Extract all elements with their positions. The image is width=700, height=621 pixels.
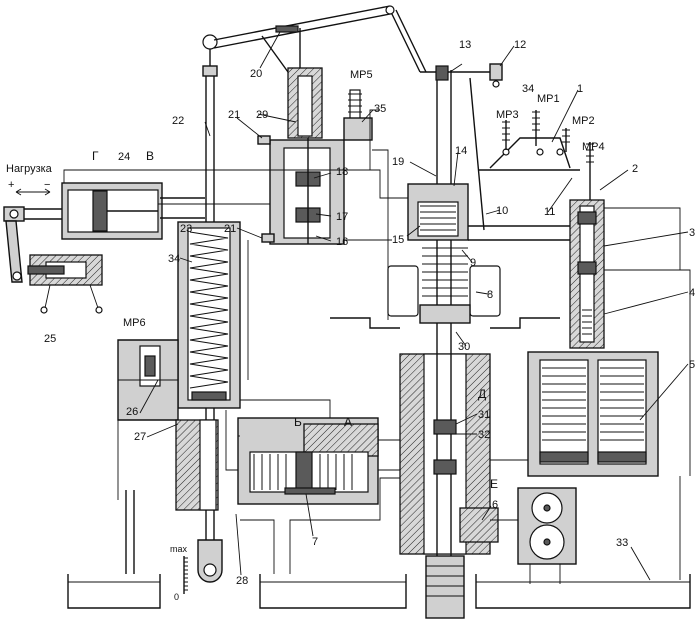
label-19: 19 xyxy=(392,156,404,168)
gear-pump xyxy=(517,487,577,565)
label-29: 29 xyxy=(256,109,268,121)
label-26: 26 xyxy=(126,406,138,418)
cavity-labels: А Б В Г Д Е xyxy=(92,149,498,491)
label-20: 20 xyxy=(250,68,262,80)
magnet-mp5 xyxy=(343,89,373,141)
label-32: 32 xyxy=(478,429,490,441)
label-9: 9 xyxy=(470,257,476,269)
block-15 xyxy=(407,183,580,241)
label-28: 28 xyxy=(236,575,248,587)
label-31: 31 xyxy=(478,409,490,421)
label-34-top: 34 xyxy=(522,83,534,95)
position-scale xyxy=(183,556,188,594)
label-11: 11 xyxy=(544,206,555,218)
accumulator-5 xyxy=(527,351,659,477)
left-housing xyxy=(117,339,219,574)
load-plus: + xyxy=(8,179,14,191)
label-24: 24 xyxy=(118,151,130,163)
label-10: 10 xyxy=(496,205,508,217)
label-13: 13 xyxy=(459,39,471,51)
label-14: 14 xyxy=(455,145,467,157)
label-30: 30 xyxy=(458,341,470,353)
label-1: 1 xyxy=(577,83,583,95)
spring-block-7 xyxy=(237,417,379,505)
label-25: 25 xyxy=(44,333,56,345)
linkage-20 xyxy=(213,5,427,73)
top-right-linkage xyxy=(478,110,594,204)
part-number-labels: 1 2 3 4 5 6 7 8 9 10 11 12 13 14 15 16 1… xyxy=(44,39,695,587)
label-27: 27 xyxy=(134,431,146,443)
label-23: 23 xyxy=(180,223,192,235)
label-2: 2 xyxy=(632,163,638,175)
label-35: 35 xyxy=(374,103,386,115)
label-mp2: МР2 xyxy=(572,115,595,127)
label-18: 18 xyxy=(336,166,348,178)
load-indicator: Нагрузка + − xyxy=(6,163,53,196)
label-mp1: МР1 xyxy=(537,93,560,105)
label-34-left: 34 xyxy=(168,253,180,265)
label-mp5: МР5 xyxy=(350,69,373,81)
label-mp3: МР3 xyxy=(496,109,519,121)
scale-max: max xyxy=(170,544,188,554)
right-valve-column xyxy=(569,199,605,349)
cavity-g: Г xyxy=(92,149,99,163)
load-minus: − xyxy=(44,179,50,191)
cavity-a: А xyxy=(344,415,352,429)
label-4: 4 xyxy=(689,287,695,299)
leader-lines xyxy=(139,31,689,581)
label-mp6: МР6 xyxy=(123,317,146,329)
label-6: 6 xyxy=(492,499,498,511)
lever-13 xyxy=(420,63,503,231)
load-lever xyxy=(3,206,62,283)
magnet-labels: МР1 МР2 МР3 МР4 МР5 МР6 xyxy=(123,69,605,329)
central-column xyxy=(399,70,499,619)
label-21-bottom: 21 xyxy=(224,223,236,235)
label-16: 16 xyxy=(336,236,348,248)
label-mp4: МР4 xyxy=(582,141,605,153)
oil-sumps xyxy=(67,574,691,609)
cavity-d: Д xyxy=(478,387,486,401)
scale-zero: 0 xyxy=(174,592,179,602)
label-7: 7 xyxy=(312,536,318,548)
label-33: 33 xyxy=(616,537,628,549)
flyweights-8 xyxy=(330,239,560,329)
cavity-b: Б xyxy=(294,415,302,429)
label-17: 17 xyxy=(336,211,348,223)
label-15: 15 xyxy=(392,234,404,246)
label-8: 8 xyxy=(487,289,493,301)
load-title: Нагрузка xyxy=(6,163,53,175)
label-5: 5 xyxy=(689,359,695,371)
rod-22-assembly xyxy=(177,34,241,583)
servomotor-24 xyxy=(61,182,205,240)
cavity-e: Е xyxy=(490,477,498,491)
label-3: 3 xyxy=(689,227,695,239)
solenoid-25 xyxy=(27,254,103,314)
label-22: 22 xyxy=(172,115,184,127)
valve-block xyxy=(257,67,345,245)
label-21-top: 21 xyxy=(228,109,240,121)
cavity-v: В xyxy=(146,149,154,163)
label-12: 12 xyxy=(514,39,526,51)
